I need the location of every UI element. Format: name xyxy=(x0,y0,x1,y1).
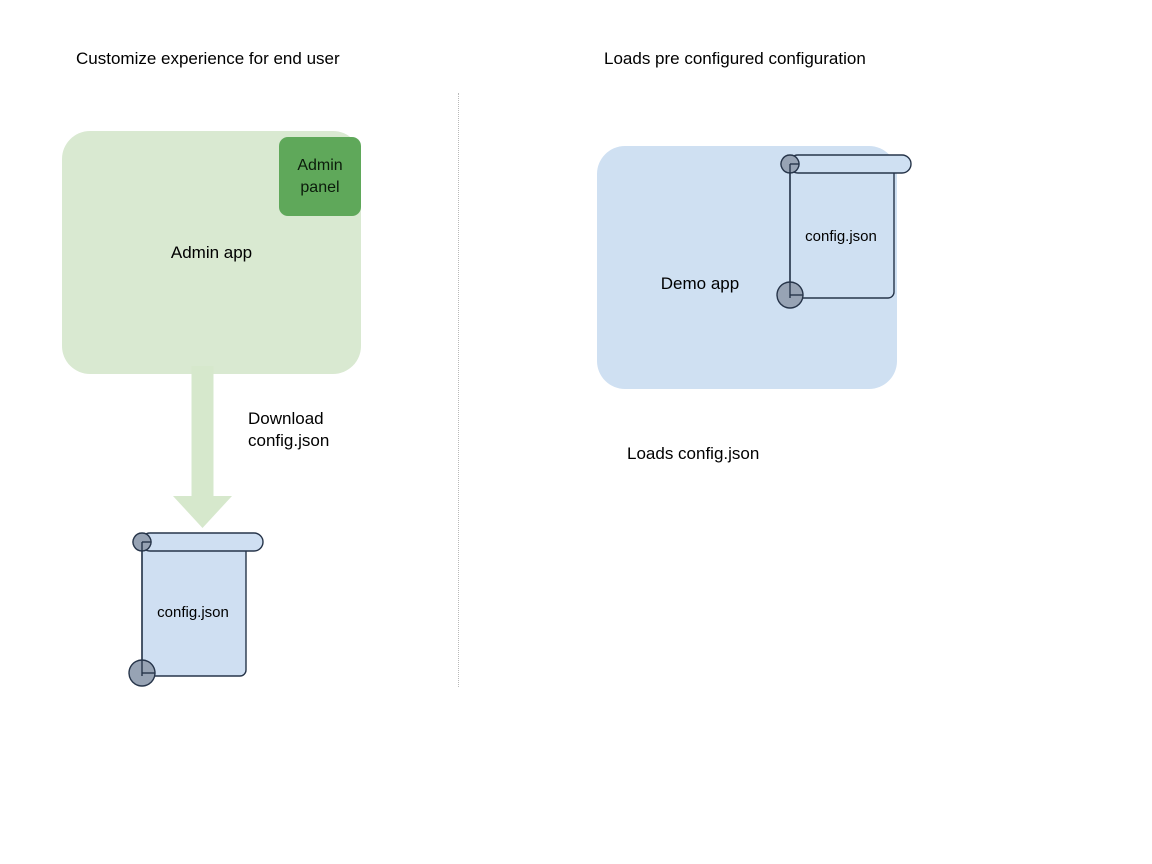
right-section-title: Loads pre configured configuration xyxy=(604,49,866,68)
download-caption-line1: Download xyxy=(248,409,324,428)
download-arrow-icon xyxy=(173,366,232,528)
download-caption-line2: config.json xyxy=(248,431,330,450)
admin-panel-label-line2: panel xyxy=(300,178,340,196)
scroll-document-icon xyxy=(128,532,264,687)
admin-panel-badge[interactable]: Admin panel xyxy=(279,137,361,216)
left-section-title: Customize experience for end user xyxy=(76,49,340,68)
vertical-dotted-divider xyxy=(458,93,459,687)
config-json-label-left: config.json xyxy=(157,604,229,621)
admin-panel-label: Admin panel xyxy=(297,155,342,199)
config-json-label-right: config.json xyxy=(805,228,877,245)
admin-app-label: Admin app xyxy=(170,243,253,262)
config-json-document-left[interactable]: config.json xyxy=(118,526,268,694)
download-arrow-caption: Download config.json xyxy=(248,408,329,452)
admin-panel-label-line1: Admin xyxy=(297,156,343,174)
admin-app-box[interactable]: Admin app Admin panel xyxy=(62,131,361,374)
scroll-document-icon xyxy=(776,154,912,309)
config-json-document-right[interactable]: config.json xyxy=(766,148,916,316)
loads-config-caption: Loads config.json xyxy=(627,444,760,463)
demo-app-label: Demo app xyxy=(660,274,740,293)
